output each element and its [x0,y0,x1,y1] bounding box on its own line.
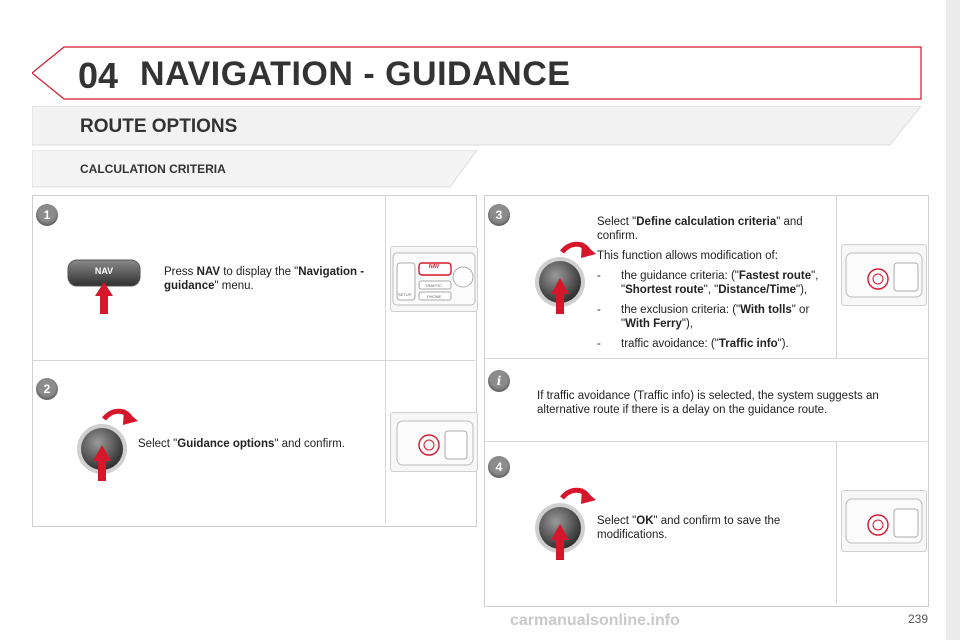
page-edge-bar [946,0,960,640]
step-4-badge: 4 [488,456,510,478]
press-arrow-icon [551,524,569,560]
nav-button-graphic [67,259,141,314]
left-panel-divider [32,360,475,361]
step-3-instruction: Select "Define calculation criteria" and… [597,216,803,242]
criteria-item-exclusion: - the exclusion criteria: ("With tolls" … [597,304,810,330]
press-arrow-icon [551,278,569,314]
console-knob-icon [845,252,923,298]
thumb-setup-label: SETUP [398,292,412,297]
step-4-text: Select "OK" and confirm to save the modi… [597,515,781,541]
chapter-header-banner [32,46,922,100]
rotary-knob-illustration-2 [74,405,144,485]
press-arrow-icon [93,445,111,481]
thumb-nav-label: NAV [429,264,440,270]
right-panel-column-divider-2 [836,442,837,604]
step-3-intro: This function allows modification of: [597,250,778,262]
chapter-number: 04 [78,55,119,96]
press-arrow-icon [95,282,113,314]
rotary-knob-illustration-4 [532,484,602,564]
thumb-phone-label: PHONE [427,294,442,299]
right-panel-divider-1 [484,358,927,359]
thumb-traffic-label: TRAFFIC [425,283,442,288]
left-panel-column-divider [385,196,386,524]
step-2-badge: 2 [36,378,58,400]
info-badge: i [488,370,510,392]
criteria-item-traffic: - traffic avoidance: ("Traffic info"). [597,338,789,350]
step-1-text: Press NAV to display the "Navigation - g… [164,266,365,292]
page-number: 239 [908,612,929,626]
subsection-banner [32,150,478,188]
right-panel-divider-2 [484,441,927,442]
chapter-title: NAVIGATION - GUIDANCE [140,55,571,93]
step-1-badge: 1 [36,204,58,226]
criteria-item-guidance: - the guidance criteria: ("Fastest route… [597,270,819,296]
nav-button-label: NAV [94,266,114,276]
step-3-text: Select "Define calculation criteria" and… [597,215,835,351]
nav-button-illustration: NAV [66,258,142,314]
subsection-title: CALCULATION CRITERIA [80,162,226,176]
step-2-console-thumbnail [390,412,478,472]
console-knob-icon [845,498,923,544]
step-4-console-thumbnail [841,490,927,552]
step-2-text: Select "Guidance options" and confirm. [138,438,345,450]
step-3-console-thumbnail [841,244,927,306]
info-text: If traffic avoidance (Traffic info) is s… [537,390,879,416]
console-panel-icon [392,252,476,306]
rotary-knob-illustration-3 [532,238,602,318]
section-banner [32,106,922,146]
right-panel-column-divider-1 [836,196,837,358]
step-3-badge: 3 [488,204,510,226]
console-knob-icon [396,420,474,466]
section-title: ROUTE OPTIONS [80,116,238,137]
watermark: carmanualsonline.info [510,612,680,629]
step-1-console-thumbnail: NAV TRAFFIC PHONE SETUP [390,246,478,312]
